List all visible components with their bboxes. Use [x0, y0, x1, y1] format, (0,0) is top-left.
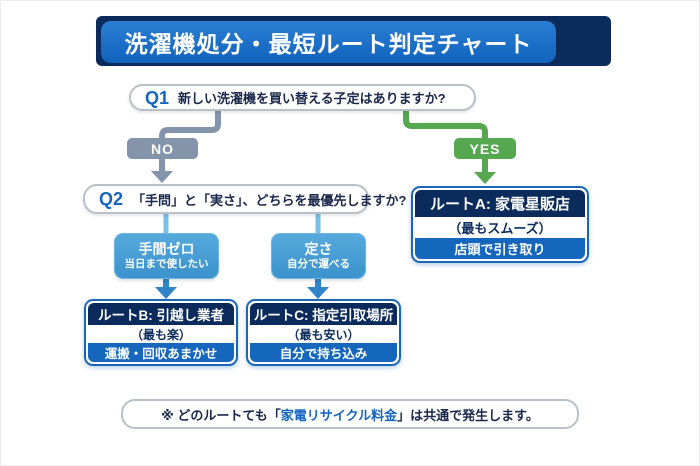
criteria-cost-subtitle: 自分で運べる — [287, 258, 350, 271]
route-box-b: ルートB: 引越し業者 （最も楽） 運搬・回収あまかせ — [84, 299, 238, 366]
note-highlight: 家電リサイクル料金 — [280, 407, 398, 423]
criteria-box-effort: 手間ゼロ 当日まで使したい — [114, 233, 219, 279]
route-a-tagline: （最もスムーズ） — [415, 216, 585, 238]
question-box-q2: Q2 「手問」と「実さ」、どちらを最優先しますか? — [83, 184, 406, 214]
arrow-effort-routeb-head — [155, 287, 177, 299]
no-label: NO — [151, 140, 174, 157]
title-banner: 洗濯機処分・最短ルート判定チャート — [101, 21, 556, 63]
branch-tag-yes: YES — [454, 138, 516, 159]
page-title: 洗濯機処分・最短ルート判定チャート — [124, 31, 533, 57]
connector-q1-no — [159, 110, 221, 141]
arrow-cost-routec-head — [307, 287, 329, 299]
route-c-title: ルートC: 指定引取場所 — [250, 303, 397, 326]
note-prefix: ※ どのルートても「 — [161, 407, 281, 423]
arrow-yes-routea-head — [474, 172, 496, 184]
criteria-effort-subtitle: 当日まで使したい — [124, 258, 209, 271]
route-b-tagline: （最も楽） — [88, 325, 234, 343]
arrow-no-q2-head — [151, 171, 173, 183]
criteria-box-cost: 定さ 自分で運べる — [271, 233, 366, 279]
criteria-cost-title: 定さ — [304, 241, 333, 258]
route-box-a: ルートA: 家電星販店 （最もスムーズ） 店頭で引き取り — [411, 186, 589, 263]
route-b-detail: 運搬・回収あまかせ — [88, 343, 234, 362]
route-a-detail: 店頭で引き取り — [415, 237, 585, 259]
yes-label: YES — [469, 140, 501, 157]
route-c-detail: 自分で持ち込み — [250, 343, 397, 362]
question-box-q1: Q1 新しい洗濯機を買い替える子定はありますか? — [129, 84, 476, 111]
connector-q1-yes — [403, 110, 488, 141]
q2-label: Q2 — [99, 189, 124, 209]
route-c-tagline: （最も安い） — [250, 325, 397, 343]
route-b-title: ルートB: 引越し業者 — [88, 303, 234, 326]
branch-tag-no: NO — [127, 138, 198, 159]
footer-note: ※ どのルートても「家電リサイクル料金」は共通で発生します。 — [121, 399, 579, 429]
note-suffix: 」は共通で発生します。 — [397, 407, 539, 423]
criteria-effort-title: 手間ゼロ — [138, 241, 195, 258]
q1-text: 新しい洗濯機を買い替える子定はありますか? — [178, 91, 446, 106]
route-box-c: ルートC: 指定引取場所 （最も安い） 自分で持ち込み — [246, 299, 401, 366]
q1-label: Q1 — [145, 87, 170, 108]
route-a-title: ルートA: 家電星販店 — [415, 190, 585, 217]
q2-text: 「手問」と「実さ」、どちらを最優先しますか? — [132, 192, 407, 208]
